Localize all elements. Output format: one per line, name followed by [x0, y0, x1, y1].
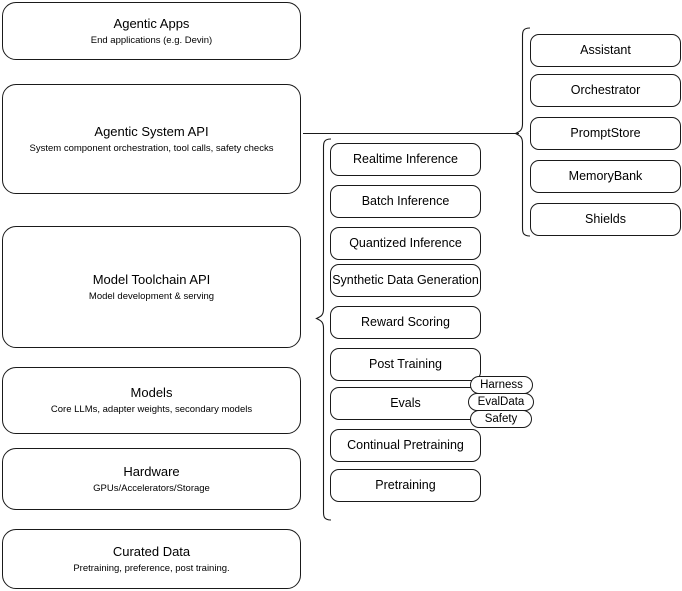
- layer-title: Curated Data: [112, 543, 191, 559]
- item-label: PromptStore: [570, 126, 641, 140]
- layer-subtitle: GPUs/Accelerators/Storage: [93, 482, 210, 494]
- eval-badge-harness[interactable]: Harness: [470, 376, 533, 394]
- layer-subtitle: Model development & serving: [88, 290, 215, 302]
- item-label: Evals: [390, 396, 421, 410]
- layer-title: Agentic System API: [94, 123, 209, 139]
- system-component-orchestrator[interactable]: Orchestrator: [530, 74, 681, 107]
- item-label: Reward Scoring: [361, 315, 450, 329]
- layer-subtitle: End applications (e.g. Devin): [90, 34, 213, 46]
- system-component-memorybank[interactable]: MemoryBank: [530, 160, 681, 193]
- brace-toolchain-components: [315, 138, 332, 521]
- layer-title: Hardware: [123, 463, 180, 479]
- toolchain-item-quantized-inference[interactable]: Quantized Inference: [330, 227, 481, 260]
- layer-curated-data[interactable]: Curated Data Pretraining, preference, po…: [2, 529, 301, 589]
- eval-badge-evaldata[interactable]: EvalData: [468, 393, 534, 411]
- item-label: Realtime Inference: [353, 152, 458, 166]
- layer-title: Agentic Apps: [113, 15, 190, 31]
- layer-agentic-apps[interactable]: Agentic Apps End applications (e.g. Devi…: [2, 2, 301, 60]
- system-component-promptstore[interactable]: PromptStore: [530, 117, 681, 150]
- item-label: Post Training: [369, 357, 442, 371]
- item-label: Shields: [585, 212, 626, 226]
- toolchain-item-evals[interactable]: Evals: [330, 387, 481, 420]
- toolchain-item-pretraining[interactable]: Pretraining: [330, 469, 481, 502]
- item-label: Assistant: [580, 43, 631, 57]
- badge-label: EvalData: [477, 396, 525, 408]
- toolchain-item-realtime-inference[interactable]: Realtime Inference: [330, 143, 481, 176]
- layer-title: Model Toolchain API: [92, 271, 211, 287]
- layer-subtitle: System component orchestration, tool cal…: [29, 142, 274, 154]
- toolchain-item-continual-pretraining[interactable]: Continual Pretraining: [330, 429, 481, 462]
- item-label: Synthetic Data Generation: [332, 273, 479, 287]
- system-component-assistant[interactable]: Assistant: [530, 34, 681, 67]
- item-label: Pretraining: [375, 478, 436, 492]
- layer-agentic-system-api[interactable]: Agentic System API System component orch…: [2, 84, 301, 194]
- layer-title: Models: [130, 385, 173, 400]
- eval-badge-safety[interactable]: Safety: [470, 410, 532, 428]
- layer-model-toolchain-api[interactable]: Model Toolchain API Model development & …: [2, 226, 301, 348]
- item-label: Continual Pretraining: [347, 438, 464, 452]
- toolchain-item-synthetic-data-generation[interactable]: Synthetic Data Generation: [330, 264, 481, 297]
- item-label: MemoryBank: [568, 169, 643, 183]
- layer-subtitle: Core LLMs, adapter weights, secondary mo…: [50, 404, 253, 415]
- layer-models[interactable]: Models Core LLMs, adapter weights, secon…: [2, 367, 301, 434]
- item-label: Quantized Inference: [349, 236, 462, 250]
- item-label: Batch Inference: [361, 194, 450, 208]
- badge-label: Safety: [484, 413, 518, 425]
- toolchain-item-reward-scoring[interactable]: Reward Scoring: [330, 306, 481, 339]
- brace-system-components: [514, 27, 531, 237]
- badge-label: Harness: [480, 379, 523, 391]
- layer-hardware[interactable]: Hardware GPUs/Accelerators/Storage: [2, 448, 301, 510]
- item-label: Orchestrator: [570, 83, 641, 97]
- toolchain-item-post-training[interactable]: Post Training: [330, 348, 481, 381]
- toolchain-item-batch-inference[interactable]: Batch Inference: [330, 185, 481, 218]
- layer-subtitle: Pretraining, preference, post training.: [73, 562, 230, 574]
- system-component-shields[interactable]: Shields: [530, 203, 681, 236]
